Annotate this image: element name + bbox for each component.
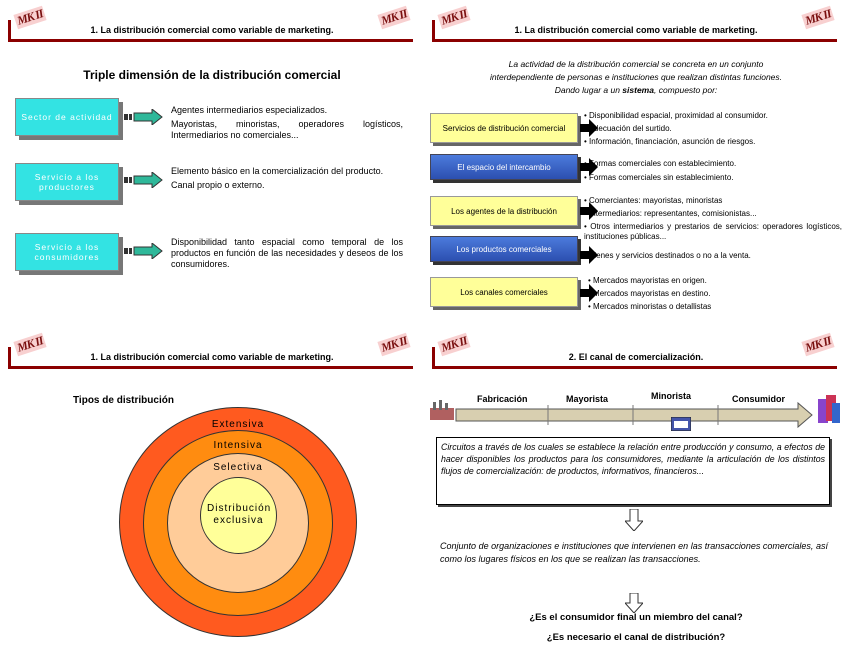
shop-icon — [671, 417, 691, 431]
bullet-item: • Información, financiación, asunción de… — [584, 137, 756, 146]
bullet-item: • Formas comerciales sin establecimiento… — [584, 173, 734, 182]
bullet-list: • Comerciantes: mayoristas, minoristas •… — [584, 196, 842, 242]
slide-tipos: MK II 1. La distribución comercial como … — [0, 327, 424, 654]
ring-label: Selectiva — [213, 462, 263, 473]
bullet-item: • Disponibilidad espacial, proximidad al… — [584, 111, 768, 120]
header-title: 1. La distribución comercial como variab… — [90, 352, 334, 362]
slide-header: MK II 1. La distribución comercial como … — [432, 5, 837, 42]
bullet-item: • Intermediarios: representantes, comisi… — [584, 209, 757, 218]
bullet-list: • Mercados mayoristas en origen. • Merca… — [584, 276, 842, 312]
intro-bold: sistema — [622, 85, 654, 95]
text-line: Mayoristas, minoristas, operadores logís… — [171, 119, 403, 140]
bullet-list: • Formas comerciales con establecimiento… — [584, 159, 842, 183]
bullet-item: • Bienes y servicios destinados o no a l… — [584, 251, 751, 260]
stage-label: Minorista — [651, 391, 692, 401]
arrow-right-icon — [580, 284, 598, 302]
text-line: Elemento básico en la comercialización d… — [171, 166, 384, 176]
definition-box: Circuitos a través de los cuales se esta… — [436, 437, 830, 505]
text-line: Canal propio o externo. — [171, 180, 265, 190]
arrow-right-icon — [580, 158, 598, 176]
slide-header: MK II 2. El canal de comercialización. M… — [432, 332, 837, 369]
box-canales: Los canales comerciales — [430, 277, 578, 307]
question: ¿Es necesario el canal de distribución? — [546, 632, 726, 643]
intro-part: Dando lugar a un — [554, 85, 623, 95]
factory-icon — [430, 400, 454, 420]
intro-line: Dando lugar a un sistema, compuesto por: — [424, 84, 848, 97]
slide-title: Tipos de distribución — [73, 395, 174, 406]
bullet-item: • Mercados minoristas o detallistas — [588, 302, 712, 311]
definition-text: Conjunto de organizaciones e institucion… — [440, 541, 828, 564]
channel-pipeline — [455, 401, 813, 429]
arrow-right-icon — [580, 202, 598, 220]
header-title: 2. El canal de comercialización. — [568, 352, 704, 362]
bullet-list: • Disponibilidad espacial, proximidad al… — [584, 111, 842, 147]
slide-title: Triple dimensión de la distribución come… — [83, 68, 341, 82]
row-text: Agentes intermediarios especializados. M… — [171, 105, 403, 141]
intro-part: , compuesto por: — [653, 85, 718, 95]
arrow-right-icon — [124, 172, 163, 188]
bullet-item: • Adecuación del surtido. — [584, 124, 672, 133]
arrow-right-icon — [580, 119, 598, 137]
intro-line: interdependiente de personas e instituci… — [489, 72, 783, 82]
ring-label: Distribución exclusiva — [207, 503, 272, 526]
slide-canal: MK II 2. El canal de comercialización. M… — [424, 327, 848, 654]
bullet-list: • Bienes y servicios destinados o no a l… — [584, 251, 842, 261]
bullet-item: • Mercados mayoristas en origen. — [588, 276, 707, 285]
slide-header: MK II 1. La distribución comercial como … — [8, 332, 413, 369]
box-agentes: Los agentes de la distribución — [430, 196, 578, 226]
box-productos: Los productos comerciales — [430, 236, 578, 262]
stage-label: Mayorista — [566, 394, 609, 404]
box-productores: Servicio a los productores — [15, 163, 119, 201]
intro-text: La actividad de la distribución comercia… — [424, 58, 848, 97]
consumer-building-icon — [818, 395, 840, 423]
arrow-right-icon — [580, 246, 598, 264]
intro-line: La actividad de la distribución comercia… — [508, 59, 764, 69]
question: ¿Es el consumidor final un miembro del c… — [529, 612, 743, 623]
text-line: Agentes intermediarios especializados. — [171, 105, 328, 115]
bullet-item: • Formas comerciales con establecimiento… — [584, 159, 737, 168]
arrow-down-icon — [625, 593, 643, 613]
box-consumidores: Servicio a los consumidores — [15, 233, 119, 271]
header-title: 1. La distribución comercial como variab… — [514, 25, 758, 35]
box-sector: Sector de actividad — [15, 98, 119, 136]
header-title: 1. La distribución comercial como variab… — [90, 25, 334, 35]
slide-triple-dimension: MK II 1. La distribución comercial como … — [0, 0, 424, 327]
arrow-down-icon — [625, 509, 643, 531]
ring-exclusiva: Distribución exclusiva — [200, 477, 277, 554]
row-text: Disponibilidad tanto espacial como tempo… — [171, 237, 403, 269]
row-text: Elemento básico en la comercialización d… — [171, 166, 403, 191]
stage-label: Fabricación — [477, 394, 528, 404]
bullet-item: • Mercados mayoristas en destino. — [588, 289, 711, 298]
arrow-right-icon — [124, 243, 163, 259]
arrow-right-icon — [124, 109, 163, 125]
box-servicios: Servicios de distribución comercial — [430, 113, 578, 143]
stage-label: Consumidor — [732, 394, 785, 404]
slide-sistema: MK II 1. La distribución comercial como … — [424, 0, 848, 327]
slide-header: MK II 1. La distribución comercial como … — [8, 5, 413, 42]
bullet-item: • Otros intermediarios y prestarios de s… — [584, 222, 842, 241]
ring-label: Intensiva — [213, 440, 263, 451]
box-espacio: El espacio del intercambio — [430, 154, 578, 180]
bullet-item: • Comerciantes: mayoristas, minoristas — [584, 196, 723, 205]
ring-label: Extensiva — [211, 419, 265, 430]
